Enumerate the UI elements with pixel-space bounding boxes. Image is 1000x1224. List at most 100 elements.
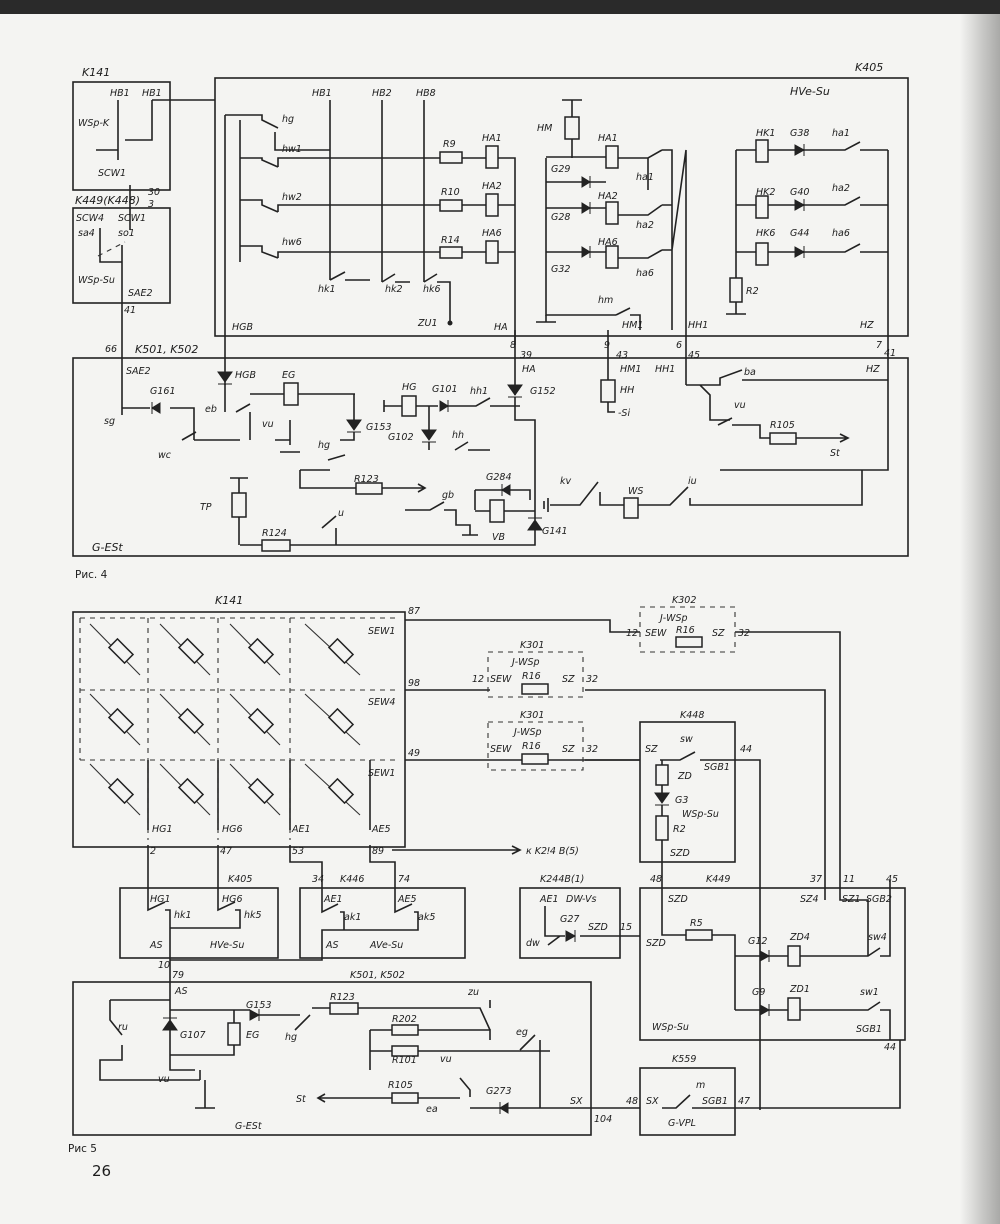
- ha1s-label: ha1: [636, 172, 654, 183]
- k405-hw6: hw6: [282, 237, 302, 248]
- ha6-relay: [485, 240, 499, 264]
- ha1-relay: [485, 145, 499, 169]
- k301b-sz: SZ: [562, 744, 575, 755]
- f5-k449-p44: 44: [884, 1042, 896, 1053]
- r124-resistor: [261, 539, 291, 552]
- k446-ave-su: AVe-Su: [369, 940, 403, 951]
- hh-relay: [600, 379, 616, 403]
- g284-label: G284: [486, 472, 512, 483]
- k449-scw4: SCW4: [76, 213, 104, 224]
- vb-relay: [489, 499, 505, 523]
- g28-label: G28: [551, 212, 570, 223]
- k301b-r16-resistor: [521, 753, 549, 765]
- f5-k501-box: [72, 981, 592, 1136]
- k405-label: K405: [855, 61, 883, 74]
- k448-sz: SZ: [645, 744, 658, 755]
- k405-hm1: HM1: [622, 320, 643, 331]
- r2-resistor: [729, 277, 743, 303]
- ba-label: ba: [744, 367, 756, 378]
- f5-p47: 47: [220, 846, 232, 857]
- f5-k501-label: K501, K502: [350, 970, 405, 981]
- g32-label: G32: [551, 264, 570, 275]
- f5-k449-r5-resistor: [685, 929, 713, 941]
- f5-k449-sw1: sw1: [860, 987, 879, 998]
- g44-label: G44: [790, 228, 809, 239]
- st-label: St: [830, 448, 841, 459]
- f5-k405-label: K405: [228, 874, 252, 885]
- r105-resistor: [769, 432, 797, 445]
- ha2-label: HA2: [482, 181, 502, 192]
- wc-label: wc: [158, 450, 172, 461]
- f5-sew1b: SEW1: [368, 768, 395, 779]
- g141-label: G141: [542, 526, 568, 537]
- f5-k449-p11: 11: [843, 874, 855, 885]
- g152-diode: [507, 384, 523, 398]
- hk2-relay: [755, 195, 769, 219]
- gb-label: gb: [442, 490, 454, 501]
- k501-p45: 45: [688, 350, 700, 361]
- f5-k501-st: St: [296, 1094, 307, 1105]
- k449-sae2: SAE2: [128, 288, 153, 299]
- f5-k449-r5: R5: [690, 918, 703, 929]
- g161-label: G161: [150, 386, 176, 397]
- k244-dw: dw: [526, 938, 540, 949]
- k559-g-vpl: G-VPL: [668, 1118, 696, 1129]
- ha2s-label: ha2: [636, 220, 654, 231]
- page-top-edge: [0, 0, 1000, 14]
- f5-k449-label: K449: [706, 874, 730, 885]
- f5-k405-as: AS: [149, 940, 163, 951]
- k301a-p12: 12: [472, 674, 484, 685]
- ha1c-relay: [605, 145, 619, 169]
- hh-switch-label: hh: [452, 430, 464, 441]
- hk6-relay: [755, 242, 769, 266]
- g-est-label: G-ESt: [92, 541, 123, 554]
- k446-ae1: AE1: [323, 894, 343, 905]
- f5-k501-g153: G153: [246, 1000, 272, 1011]
- hg-label: HG: [402, 382, 417, 393]
- k301a-title: J-WSp: [510, 657, 540, 668]
- k302-p12: 12: [626, 628, 638, 639]
- r10-label: R10: [441, 187, 460, 198]
- k559-sx: SX: [646, 1096, 659, 1107]
- r9-resistor: [439, 151, 463, 164]
- k501-p43: 43: [616, 350, 628, 361]
- k301b-p32: 32: [586, 744, 598, 755]
- f5-k501-r105: R105: [388, 1080, 413, 1091]
- k501-hh1: HH1: [655, 364, 675, 375]
- f5-k405-box: [119, 887, 279, 959]
- k559-label: K559: [672, 1054, 696, 1065]
- f5-k449-sgb2: SGB2: [866, 894, 892, 905]
- f5-k501-g107: G107: [180, 1030, 206, 1041]
- f5-p53: 53: [292, 846, 304, 857]
- g40-diode: [794, 199, 806, 211]
- ha6s-label: ha6: [636, 268, 654, 279]
- f5-g107-diode: [162, 1017, 178, 1031]
- k405-hw2: hw2: [282, 192, 302, 203]
- k301b-sew: SEW: [490, 744, 512, 755]
- g38-label: G38: [790, 128, 809, 139]
- r123-resistor: [355, 482, 383, 495]
- ha6r-label: ha6: [832, 228, 850, 239]
- f5-ae1: AE1: [291, 824, 311, 835]
- hk2c-label: HK2: [756, 187, 775, 198]
- k446-ak1: ak1: [344, 912, 361, 923]
- f5-k449-p37: 37: [810, 874, 822, 885]
- k405-box: [214, 77, 909, 337]
- f5-r105-resistor: [391, 1092, 419, 1104]
- k405-p9: 9: [604, 340, 610, 351]
- g152-label: G152: [530, 386, 556, 397]
- ha2-relay: [485, 193, 499, 217]
- k448-sgb1: SGB1: [704, 762, 730, 773]
- k446-box: [299, 887, 466, 959]
- k448-zd-relay: [655, 764, 669, 786]
- k302-sew: SEW: [645, 628, 667, 639]
- k446-p34: 34: [312, 874, 324, 885]
- f5-k501-eg: EG: [246, 1030, 259, 1041]
- g29-label: G29: [551, 164, 570, 175]
- eg-relay: [283, 382, 299, 406]
- vu-label: vu: [262, 419, 274, 430]
- f5-k405-hg1: HG1: [150, 894, 171, 905]
- f5-k141-label: K141: [215, 594, 243, 607]
- k405-hb8: HB8: [416, 88, 436, 99]
- k301b-label: K301: [520, 710, 544, 721]
